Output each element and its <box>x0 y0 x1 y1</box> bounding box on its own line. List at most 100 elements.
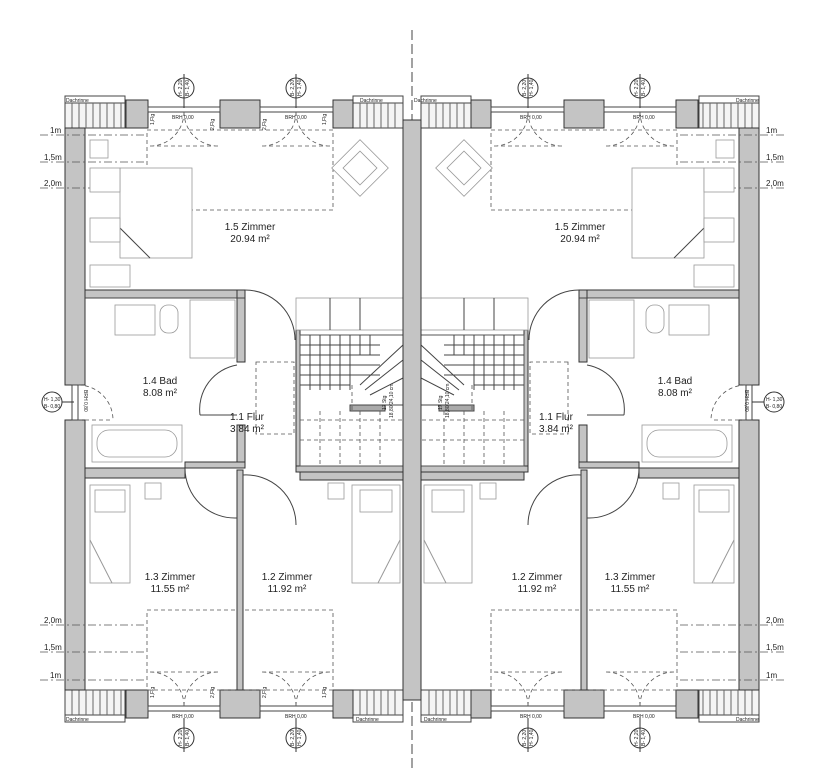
svg-text:Dachrinne: Dachrinne <box>360 98 383 104</box>
svg-text:BRH 0,00: BRH 0,00 <box>285 115 307 121</box>
svg-text:1,Flg: 1,Flg <box>322 114 328 125</box>
svg-text:H- 2,20: H- 2,20 <box>178 79 184 96</box>
room-area: 8.08 m² <box>143 388 178 399</box>
level-label: 2,0m <box>766 179 784 188</box>
svg-text:B- 2,20: B- 2,20 <box>522 80 528 96</box>
gutter-bottom-center <box>352 689 404 723</box>
level-label: 1,5m <box>44 153 62 162</box>
svg-text:Dachrinne: Dachrinne <box>736 717 759 723</box>
svg-text:1,Flg: 1,Flg <box>150 114 156 125</box>
svg-text:BRH 0,00: BRH 0,00 <box>633 115 655 121</box>
svg-text:18,80/24,10 cm: 18,80/24,10 cm <box>389 384 395 418</box>
svg-text:H- 2,20: H- 2,20 <box>634 79 640 96</box>
gutter-labels: Dachrinne Dachrinne Dachrinne Dachrinne … <box>66 98 759 723</box>
level-labels: 1m 1,5m 2,0m 2,0m 1,5m 1m 1m 1,5m 2,0m 2… <box>44 126 784 680</box>
room-name: 1.5 Zimmer <box>555 222 606 233</box>
svg-text:2,Flg: 2,Flg <box>262 687 268 698</box>
svg-text:B- 0,80: B- 0,80 <box>766 404 782 410</box>
svg-text:H- 2,20: H- 2,20 <box>178 729 184 746</box>
room-name: 1.3 Zimmer <box>145 572 196 583</box>
svg-text:BRH 0,80: BRH 0,80 <box>82 390 88 412</box>
svg-text:2,Flg: 2,Flg <box>262 119 268 130</box>
svg-text:18,80/24,10 cm: 18,80/24,10 cm <box>445 384 451 418</box>
svg-text:H- 1,30: H- 1,30 <box>44 397 61 403</box>
room-name: 1.2 Zimmer <box>262 572 313 583</box>
level-label: 1,5m <box>766 153 784 162</box>
svg-text:BRH 0,00: BRH 0,00 <box>285 714 307 720</box>
room-area: 20.94 m² <box>230 234 270 245</box>
svg-text:B- 2,20: B- 2,20 <box>522 730 528 746</box>
svg-text:BRH 0,00: BRH 0,00 <box>520 714 542 720</box>
svg-text:B- 2,20: B- 2,20 <box>290 730 296 746</box>
room-area: 8.08 m² <box>658 388 693 399</box>
svg-text:Dachrinne: Dachrinne <box>736 98 759 104</box>
room-area: 3.84 m² <box>539 424 574 435</box>
svg-text:B- 0,80: B- 0,80 <box>44 404 60 410</box>
side-window-tag: H- 1,30B- 0,80 <box>752 391 785 413</box>
level-label: 2,0m <box>44 616 62 625</box>
svg-text:BRH 0,80: BRH 0,80 <box>743 390 749 412</box>
staircase <box>299 334 404 467</box>
room-area: 3.84 m² <box>230 424 265 435</box>
room-name: 1.5 Zimmer <box>225 222 276 233</box>
bathtub <box>91 424 183 463</box>
svg-text:Dachrinne: Dachrinne <box>66 98 89 104</box>
level-label: 1m <box>50 671 61 680</box>
svg-text:H- 2,20: H- 2,20 <box>634 729 640 746</box>
right-unit-geometry <box>420 95 785 723</box>
svg-text:B- 1,40: B- 1,40 <box>641 80 647 96</box>
room-area: 11.55 m² <box>151 584 190 595</box>
outer-wall <box>64 419 86 691</box>
room-name: 1.2 Zimmer <box>512 572 563 583</box>
svg-text:B- 2,20: B- 2,20 <box>290 80 296 96</box>
room-name: 1.4 Bad <box>143 376 177 387</box>
sill-labels: BRH 0,00 BRH 0,00 BRH 0,00 BRH 0,00 BRH … <box>82 114 749 720</box>
gutter-bottom-left <box>64 689 126 723</box>
left-unit-geometry <box>40 95 404 723</box>
svg-text:H- 1,40: H- 1,40 <box>529 729 535 746</box>
svg-text:Dachrinne: Dachrinne <box>424 717 447 723</box>
svg-text:17 Stg: 17 Stg <box>438 395 444 410</box>
toilet <box>159 304 179 334</box>
level-label: 1m <box>50 126 61 135</box>
svg-text:17 Stg: 17 Stg <box>382 395 388 410</box>
room-name: 1.1 Flur <box>230 412 265 423</box>
room-name: 1.4 Bad <box>658 376 692 387</box>
svg-text:BRH 0,00: BRH 0,00 <box>172 714 194 720</box>
party-wall <box>402 119 422 701</box>
room-area: 11.92 m² <box>268 584 307 595</box>
level-label: 1m <box>766 126 777 135</box>
svg-text:2,Flg: 2,Flg <box>210 687 216 698</box>
svg-text:Dachrinne: Dachrinne <box>414 98 437 104</box>
svg-text:B- 1,40: B- 1,40 <box>185 730 191 746</box>
svg-text:1,Flg: 1,Flg <box>322 687 328 698</box>
side-window-tag: H- 1,30B- 0,80 <box>41 391 74 413</box>
svg-text:1,Flg: 1,Flg <box>150 687 156 698</box>
room-area: 11.55 m² <box>611 584 650 595</box>
window-swing <box>77 111 331 707</box>
svg-text:H- 1,40: H- 1,40 <box>297 729 303 746</box>
outer-wall <box>64 127 86 386</box>
shower <box>189 299 236 359</box>
sink <box>114 304 156 336</box>
gutter-top-left <box>64 95 126 129</box>
bed <box>119 167 193 259</box>
room-labels-right: 1.5 Zimmer 20.94 m² 1.4 Bad 8.08 m² 1.1 … <box>512 222 693 595</box>
room-name: 1.1 Flur <box>539 412 574 423</box>
svg-text:BRH 0,00: BRH 0,00 <box>172 115 194 121</box>
svg-text:BRH 0,00: BRH 0,00 <box>520 115 542 121</box>
svg-text:2,Flg: 2,Flg <box>210 119 216 130</box>
svg-text:H- 1,40: H- 1,40 <box>529 79 535 96</box>
gutter-top-center <box>352 95 404 129</box>
svg-text:B- 1,40: B- 1,40 <box>185 80 191 96</box>
